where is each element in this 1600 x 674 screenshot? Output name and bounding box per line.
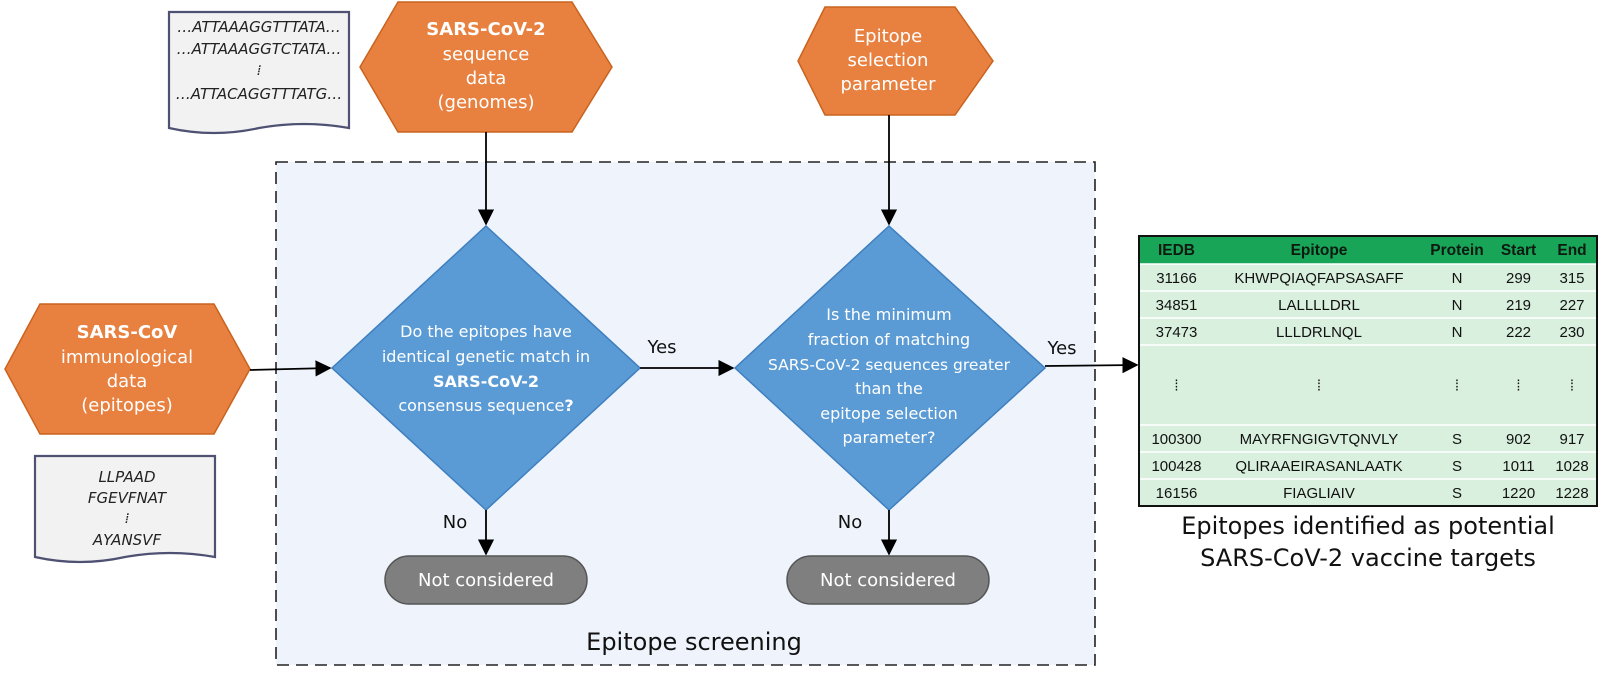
table-cell: 16156	[1156, 485, 1198, 502]
epitope-input-title: SARS-CoV	[77, 322, 178, 343]
table-cell: 227	[1559, 297, 1584, 314]
epitope-input-line: (epitopes)	[81, 395, 173, 416]
decision-match-line: identical genetic match in	[382, 347, 590, 366]
edge-label-yes: Yes	[646, 337, 676, 358]
table-border	[1138, 235, 1598, 507]
parameter-input-node: Epitope selection parameter	[797, 6, 994, 116]
table-cell: 230	[1559, 324, 1584, 341]
table-cell: KHWPQIAQFAPSASAFF	[1234, 270, 1403, 287]
result-table: IEDB Epitope Protein Start End 31166 KHWPQIAQF…	[1138, 235, 1598, 507]
connectors	[249, 115, 1139, 556]
terminal-label: Not considered	[418, 570, 554, 591]
epitope-line: LLPAAD	[98, 468, 155, 486]
epitope-ellipsis: ⁞	[125, 511, 130, 527]
table-cell: 222	[1506, 324, 1531, 341]
parameter-input-line: selection	[848, 50, 929, 71]
decision-fraction-line: parameter?	[843, 428, 936, 447]
decision-match-question-mark: ?	[564, 396, 573, 415]
decision-match-line: consensus sequence?	[398, 396, 573, 415]
table-cell: S	[1452, 431, 1462, 448]
decision-match-line: SARS-CoV-2	[433, 372, 539, 391]
table-cell: 100300	[1151, 431, 1201, 448]
table-cell: LLLDRLNQL	[1276, 324, 1362, 341]
table-cell: 1011	[1502, 458, 1534, 475]
table-cell: 315	[1559, 270, 1584, 287]
table-cell: 917	[1559, 431, 1584, 448]
sequence-line: …ATTACAGGTTTATG…	[176, 85, 342, 103]
table-cell: ⁞	[1317, 378, 1321, 395]
table-cell: 34851	[1156, 297, 1198, 314]
epitope-line: FGEVFNAT	[88, 489, 168, 507]
epitope-input-node: SARS-CoV immunological data (epitopes)	[4, 303, 251, 435]
table-cell: 299	[1506, 270, 1531, 287]
result-caption-line: SARS-CoV-2 vaccine targets	[1200, 544, 1536, 572]
table-cell: MAYRFNGIGVTQNVLY	[1240, 431, 1399, 448]
table-cell: ⁞	[1570, 378, 1574, 395]
table-cell: FIAGLIAIV	[1283, 485, 1355, 502]
sequence-document: …ATTAAAGGTTTATA… …ATTAAAGGTCTATA… ⁞ …ATT…	[167, 10, 351, 135]
parameter-input-line: Epitope	[854, 26, 922, 47]
epitope-document: LLPAAD FGEVFNAT ⁞ AYANSVF	[33, 454, 217, 564]
genome-input-line: sequence	[443, 44, 530, 65]
epitope-input-line: immunological	[61, 347, 193, 368]
table-cell: N	[1452, 297, 1463, 314]
genome-input-line: (genomes)	[438, 92, 535, 113]
decision-match-line: Do the epitopes have	[400, 322, 572, 341]
table-cell: 1228	[1555, 485, 1588, 502]
table-cell: 31166	[1156, 270, 1197, 287]
table-cell: S	[1452, 458, 1462, 475]
table-cell: 37473	[1156, 324, 1198, 341]
parameter-input-line: parameter	[840, 74, 936, 95]
decision-fraction-threshold: Is the minimum fraction of matching SARS…	[733, 224, 1047, 512]
terminal-not-considered-2: Not considered	[786, 555, 990, 605]
table-header-cell: End	[1557, 242, 1586, 259]
table-cell: ⁞	[1174, 378, 1178, 395]
sequence-line: …ATTAAAGGTTTATA…	[177, 18, 340, 36]
decision-match-text: consensus sequence	[398, 396, 564, 415]
table-cell: LALLLLDRL	[1278, 297, 1360, 314]
table-header-cell: IEDB	[1158, 242, 1195, 259]
table-cell: ⁞	[1516, 378, 1520, 395]
decision-fraction-line: epitope selection	[820, 404, 958, 423]
table-cell: S	[1452, 485, 1462, 502]
table-cell: 100428	[1151, 458, 1201, 475]
genome-input-title: SARS-CoV-2	[426, 19, 545, 40]
arrow-epitopes-to-decision	[249, 360, 332, 377]
table-cell: ⁞	[1455, 378, 1459, 395]
table-cell: N	[1452, 324, 1463, 341]
decision-fraction-line: than the	[855, 379, 923, 398]
table-cell: 1220	[1502, 485, 1535, 502]
table-body-bg	[1139, 236, 1597, 506]
decision-fraction-line: fraction of matching	[808, 330, 970, 349]
table-cell: N	[1452, 270, 1463, 287]
table-header-bg	[1139, 236, 1597, 264]
terminal-not-considered-1: Not considered	[384, 555, 588, 605]
genome-input-node: SARS-CoV-2 sequence data (genomes)	[359, 1, 613, 133]
decision-genetic-match: Do the epitopes have identical genetic m…	[330, 224, 642, 512]
sequence-ellipsis: ⁞	[257, 63, 262, 79]
screening-label: Epitope screening	[586, 628, 802, 656]
table-cell: 1028	[1555, 458, 1588, 475]
arrow-yes-to-table	[1044, 357, 1139, 374]
genome-input-line: data	[466, 68, 507, 89]
table-header-cell: Start	[1501, 242, 1536, 259]
table-header-cell: Protein	[1430, 242, 1483, 259]
epitope-line: AYANSVF	[92, 531, 162, 549]
table-header-cell: Epitope	[1291, 242, 1348, 259]
table-cell: 902	[1506, 431, 1531, 448]
table-cell: QLIRAAEIRASANLAATK	[1235, 458, 1402, 475]
decision-fraction-line: Is the minimum	[826, 305, 951, 324]
result-caption-line: Epitopes identified as potential	[1181, 512, 1555, 540]
edge-label-no: No	[443, 512, 467, 533]
epitope-input-line: data	[107, 371, 148, 392]
edge-label-yes: Yes	[1046, 338, 1076, 359]
edge-label-no: No	[838, 512, 862, 533]
table-cell: 219	[1506, 297, 1531, 314]
terminal-label: Not considered	[820, 570, 956, 591]
sequence-line: …ATTAAAGGTCTATA…	[177, 40, 342, 58]
decision-fraction-line: SARS-CoV-2 sequences greater	[768, 356, 1011, 374]
